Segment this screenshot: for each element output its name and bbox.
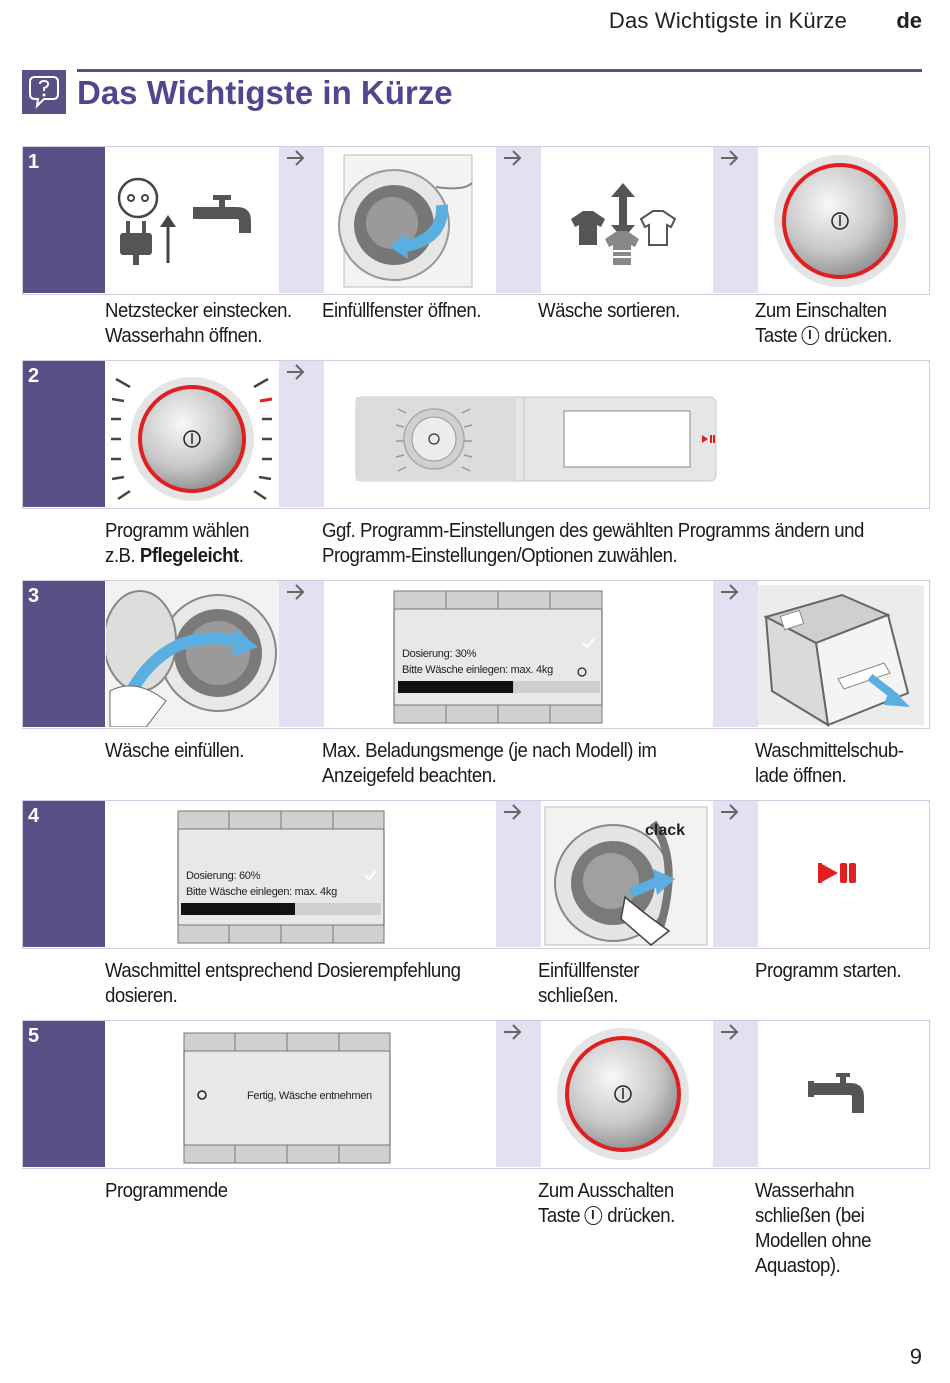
power-knob-icon	[541, 1021, 713, 1167]
clack-label: clack	[645, 822, 685, 839]
plug-and-tap-illustration	[106, 147, 279, 293]
step-number-2: 2	[23, 361, 105, 507]
step-row-3: 3 Dosierung: 30% Bitte Wäsche einlegen: …	[22, 580, 930, 729]
step-row-5: 5 Fertig, Wäsche entnehmen	[22, 1020, 930, 1169]
load-progress-bar	[398, 681, 514, 693]
display-dosage-illustration: Dosierung: 60% Bitte Wäsche einlegen: ma…	[106, 801, 496, 947]
dosage-progress-bar	[181, 903, 295, 915]
display-dosage-text: Dosierung: 60%	[186, 870, 261, 882]
next-step-arrow-icon	[504, 804, 522, 820]
step-number-3: 3	[23, 581, 105, 727]
next-step-arrow-icon	[287, 150, 305, 166]
water-tap-icon	[758, 1021, 929, 1167]
next-step-arrow-icon	[721, 804, 739, 820]
display-dosage-text: Dosierung: 30%	[402, 648, 477, 660]
close-door-illustration: clack	[541, 801, 713, 947]
next-step-arrow-icon	[504, 150, 522, 166]
step-row-1: 1	[22, 146, 930, 295]
power-knob-icon	[758, 147, 929, 293]
display-finished-illustration: Fertig, Wäsche entnehmen	[106, 1021, 496, 1167]
caption-load-laundry: Wäsche einfüllen.	[105, 740, 244, 762]
start-pause-icon	[758, 801, 929, 947]
step-number-5: 5	[23, 1021, 105, 1167]
page-header: Das Wichtigste in Kürze de	[0, 8, 950, 38]
step-connector	[713, 801, 758, 947]
page-title: Das Wichtigste in Kürze	[77, 74, 453, 111]
step-row-4: 4 Dosierung: 60% Bitte Wäsche einlegen: …	[22, 800, 930, 949]
caption-add-detergent: Waschmittel entsprechend Dosierempfehlun…	[105, 960, 461, 1007]
display-finished-text: Fertig, Wäsche entnehmen	[247, 1090, 372, 1102]
header-language: de	[896, 8, 922, 33]
step-number-4: 4	[23, 801, 105, 947]
caption-adjust-settings: Ggf. Programm-Einstellungen des gewählte…	[322, 520, 864, 567]
next-step-arrow-icon	[721, 150, 739, 166]
caption-start-program: Programm starten.	[755, 960, 902, 982]
step-number-1: 1	[23, 147, 105, 293]
step-connector	[496, 1021, 541, 1167]
step-connector	[713, 581, 758, 727]
info-bubble-icon	[22, 70, 66, 114]
caption-open-door: Einfüllfenster öffnen.	[322, 300, 482, 322]
display-load-text: Bitte Wäsche einlegen: max. 4kg	[186, 886, 337, 898]
next-step-arrow-icon	[721, 1024, 739, 1040]
next-step-arrow-icon	[287, 584, 305, 600]
step-connector	[279, 147, 324, 293]
step-connector	[713, 147, 758, 293]
program-dial-illustration	[106, 361, 279, 507]
control-panel-illustration	[324, 361, 929, 507]
power-symbol-icon	[801, 326, 820, 345]
next-step-arrow-icon	[504, 1024, 522, 1040]
display-load-illustration: Dosierung: 30% Bitte Wäsche einlegen: ma…	[324, 581, 713, 727]
open-door-illustration	[324, 147, 496, 293]
caption-program-end: Programmende	[105, 1180, 228, 1202]
step-connector	[279, 581, 324, 727]
caption-plug-tap: Netzstecker einstecken.Wasserhahn öffnen…	[105, 300, 292, 347]
load-laundry-illustration	[106, 581, 279, 727]
socket-plug-icon	[117, 177, 176, 265]
detergent-drawer-illustration	[758, 581, 929, 727]
header-title: Das Wichtigste in Kürze	[608, 8, 847, 33]
laundry-sort-icon	[541, 147, 713, 293]
step-connector	[496, 801, 541, 947]
step-connector	[496, 147, 541, 293]
display-load-text: Bitte Wäsche einlegen: max. 4kg	[402, 664, 553, 676]
next-step-arrow-icon	[721, 584, 739, 600]
step-row-2: 2	[22, 360, 930, 509]
power-symbol-icon	[584, 1206, 603, 1225]
title-rule	[77, 69, 922, 72]
step-connector	[713, 1021, 758, 1167]
next-step-arrow-icon	[287, 364, 305, 380]
caption-open-drawer: Waschmittelschub-lade öffnen.	[755, 740, 904, 787]
water-tap-icon	[193, 195, 251, 233]
page-number: 9	[909, 1344, 922, 1369]
caption-sort-laundry: Wäsche sortieren.	[538, 300, 680, 322]
step-connector	[279, 361, 324, 507]
